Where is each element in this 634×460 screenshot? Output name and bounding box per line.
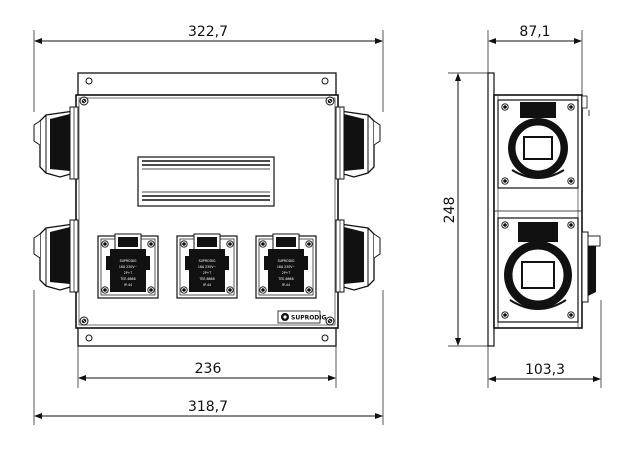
- socket-text-3: 2P+T: [282, 271, 291, 275]
- front-socket-2: SUPRODIG 16A 230V~ 2P+T TEE-6868 IP-44: [177, 234, 237, 298]
- socket-text-2: 16A 230V~: [119, 265, 138, 269]
- socket-text-1: SUPRODIG: [120, 259, 137, 263]
- socket-text-1: SUPRODIG: [278, 259, 295, 263]
- brand-logo: SUPRODIG: [277, 310, 327, 324]
- socket-text-3: 2P+T: [124, 271, 133, 275]
- side-socket-right-bottom: [335, 219, 381, 293]
- side-socket-left-bottom: [33, 219, 79, 293]
- socket-text-4: TEE-6868: [198, 277, 214, 281]
- socket-text-5: IP-44: [282, 283, 290, 287]
- side-socket-upper: [497, 99, 579, 189]
- dim-front-inner-width: 236: [195, 361, 222, 377]
- front-socket-1: SUPRODIG 16A 230V~ 2P+T TEE-6868 IP-44: [98, 234, 158, 298]
- side-view: [487, 72, 601, 347]
- front-socket-3: SUPRODIG 16A 230V~ 2P+T TEE-6868 IP-44: [256, 234, 316, 298]
- dim-side-depth-bottom: 103,3: [525, 362, 565, 378]
- socket-text-2: 16A 230V~: [198, 265, 217, 269]
- din-rail-window: [137, 156, 275, 207]
- brand-name: SUPRODIG: [291, 315, 327, 322]
- side-dimensions: 87,1 248 103,3: [442, 24, 602, 388]
- dim-side-depth-top: 87,1: [519, 24, 550, 40]
- front-dimensions: 322,7 236 318,7: [33, 24, 384, 425]
- dim-front-width-top: 322,7: [188, 24, 228, 40]
- dim-front-width-bottom: 318,7: [188, 399, 228, 415]
- socket-text-1: SUPRODIG: [199, 259, 216, 263]
- socket-text-5: IP-44: [203, 283, 211, 287]
- side-view-angled-socket: [581, 95, 601, 303]
- socket-text-4: TEE-6868: [119, 277, 135, 281]
- side-socket-right-top: [335, 106, 381, 180]
- socket-text-5: IP-44: [124, 283, 132, 287]
- side-socket-left-top: [33, 106, 79, 180]
- socket-text-2: 16A 230V~: [277, 265, 296, 269]
- dim-height: 248: [442, 197, 458, 224]
- socket-text-3: 2P+T: [203, 271, 212, 275]
- front-view: SUPRODIG 16A 230V~ 2P+T TEE-6868 IP-44 S…: [33, 72, 381, 347]
- socket-text-4: TEE-6868: [277, 277, 293, 281]
- side-socket-lower: [497, 217, 579, 323]
